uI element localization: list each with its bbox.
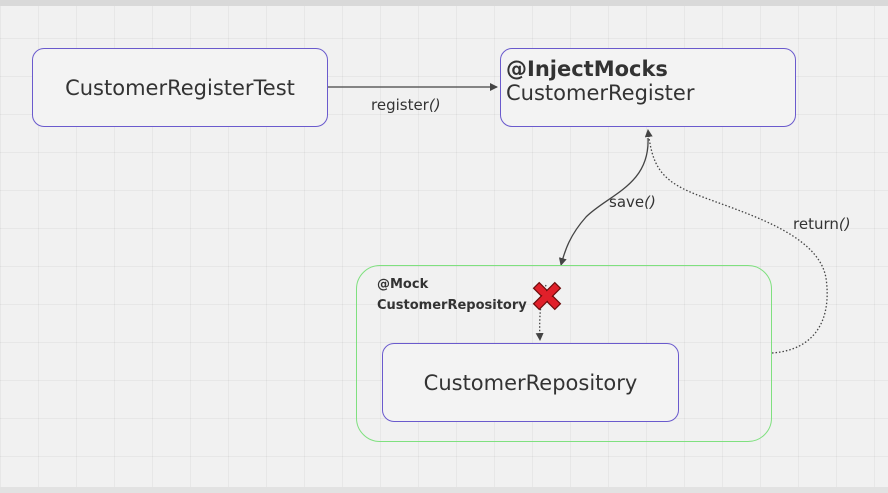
edge-label-save: save() [609,193,656,211]
node-label: CustomerRegisterTest [65,75,295,100]
bottom-strip [0,487,888,493]
node-label: CustomerRepository [423,370,638,395]
node-customer-repository[interactable]: CustomerRepository [382,343,679,422]
node-customer-register[interactable]: @InjectMocks CustomerRegister [500,48,796,127]
top-strip [0,0,888,6]
mock-label: @Mock CustomerRepository [377,274,527,316]
node-label: CustomerRegister [506,81,695,105]
edge-return [644,129,828,354]
node-customer-register-test[interactable]: CustomerRegisterTest [32,48,328,127]
mock-annotation: @Mock [377,277,429,292]
edge-label-return: return() [793,215,851,233]
edge-save [558,137,649,266]
inject-mocks-annotation: @InjectMocks [506,57,668,81]
edge-label-register: register() [371,96,441,114]
red-x-icon [532,281,562,311]
mock-container[interactable] [356,265,772,442]
mock-type-label: CustomerRepository [377,298,527,313]
